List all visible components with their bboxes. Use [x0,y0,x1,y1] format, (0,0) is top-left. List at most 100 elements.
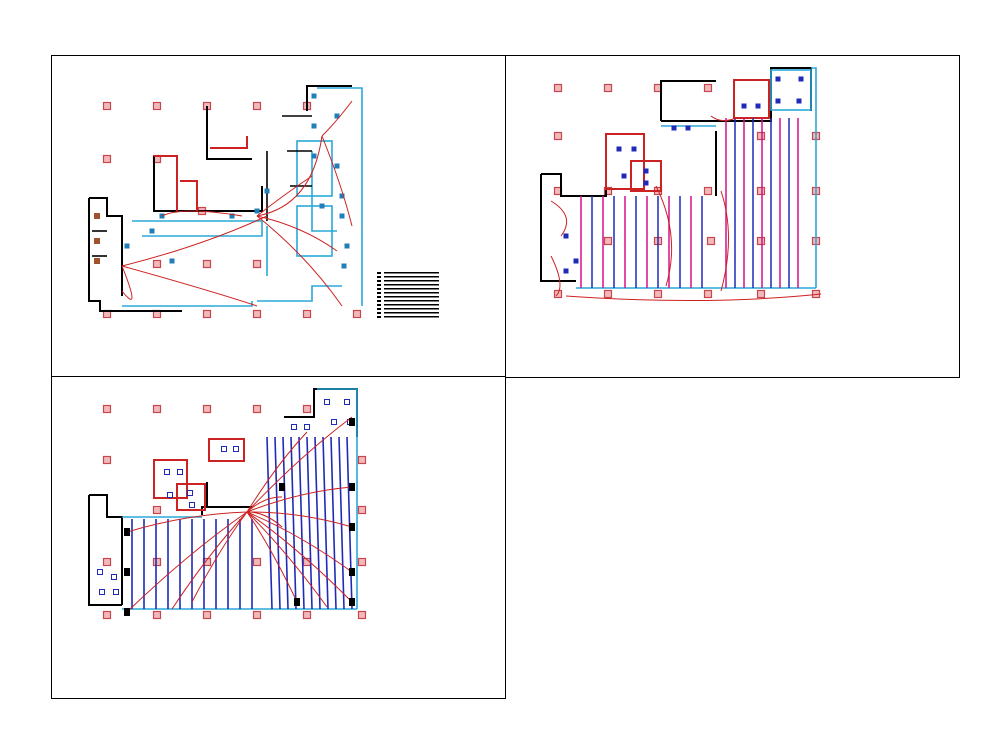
legend-entry-line [384,308,439,310]
column-marker [252,101,262,111]
circuit-wire [246,511,298,603]
column-marker [152,505,162,515]
light-fixture [167,492,173,498]
column-marker [102,101,112,111]
heating-outlet [796,98,802,104]
interior-walls [92,115,312,257]
drawing-sheet-lighting [51,376,506,699]
column-marker [102,154,112,164]
legend-swatch [377,308,381,310]
lighting-run [322,436,329,610]
legend-entry-line [384,300,439,302]
wiring-circuits [126,416,353,613]
light-fixture [324,399,330,405]
heating-outlet [563,233,569,239]
furniture-mark [94,238,100,244]
switch-box [124,608,130,616]
switch-box [349,568,355,576]
column-marker [102,455,112,465]
drawing-sheet-heating [505,55,960,378]
legend-entry-line [384,312,439,314]
fixture-symbol [311,153,317,159]
column-marker [252,557,262,567]
heating-outlet [775,98,781,104]
column-grid [102,404,367,620]
legend-entry-line [384,288,439,290]
fixture-symbol [341,263,347,269]
circuit-wire [246,511,353,603]
fixture-symbol [149,228,155,234]
heating-outlet [616,146,622,152]
red-partitions [154,136,248,211]
furniture-mark [94,258,100,264]
heating-outlet [563,268,569,274]
switch-box [279,483,285,491]
column-marker [603,186,613,196]
lighting-run [306,436,313,610]
switch-box [349,523,355,531]
column-marker [706,236,716,246]
column-marker [553,83,563,93]
heating-outlet [573,258,579,264]
column-marker [357,505,367,515]
fixture-symbol [229,213,235,219]
heating-loops [580,118,799,288]
legend-entry-line [384,272,439,274]
column-marker [252,309,262,319]
legend-entry-line [384,292,439,294]
red-rooms [605,79,770,192]
lighting-run [266,436,273,610]
cyan-partitions [122,87,363,307]
wiring-circuits [550,115,822,302]
furniture-mark [94,213,100,219]
legend-swatch [377,296,381,298]
fixtures [94,93,350,269]
light-fixture [189,502,195,508]
column-marker [202,309,212,319]
legend-swatch [377,284,381,286]
light-fixture [97,569,103,575]
column-marker [152,404,162,414]
light-fixture [111,574,117,580]
legend-entry-line [384,304,439,306]
legend-swatch [377,304,381,306]
column-marker [302,610,312,620]
legend-swatch [377,288,381,290]
switch-box [349,483,355,491]
column-marker [603,236,613,246]
circuit-wire [126,511,248,613]
column-marker [202,404,212,414]
legend-swatch [377,316,381,318]
legend-swatch [377,312,381,314]
column-marker [152,259,162,269]
exterior-walls [540,67,812,282]
column-marker [152,610,162,620]
lighting-plan-drawing [88,388,367,620]
column-marker [756,131,766,141]
column-marker [202,610,212,620]
light-fixture [177,469,183,475]
switch-box [349,418,355,426]
blue-squares [563,76,804,274]
fixture-symbol [339,213,345,219]
lighting-run [338,436,345,610]
column-marker [152,557,162,567]
column-marker [352,309,362,319]
switch-box [124,568,130,576]
column-marker [102,557,112,567]
light-fixture [164,469,170,475]
legend-swatch [377,272,381,274]
lighting-runs [131,436,353,610]
fixture-symbol [339,193,345,199]
fixture-symbol [254,208,260,214]
fixture-symbol [311,93,317,99]
column-marker [252,259,262,269]
switch-box [124,528,130,536]
legend-entry-line [384,296,439,298]
light-fixture [221,446,227,452]
heating-outlet [798,76,804,82]
fixture-symbol [334,113,340,119]
heating-outlet [621,173,627,179]
circuit-wire [246,416,353,513]
heating-outlet [643,168,649,174]
